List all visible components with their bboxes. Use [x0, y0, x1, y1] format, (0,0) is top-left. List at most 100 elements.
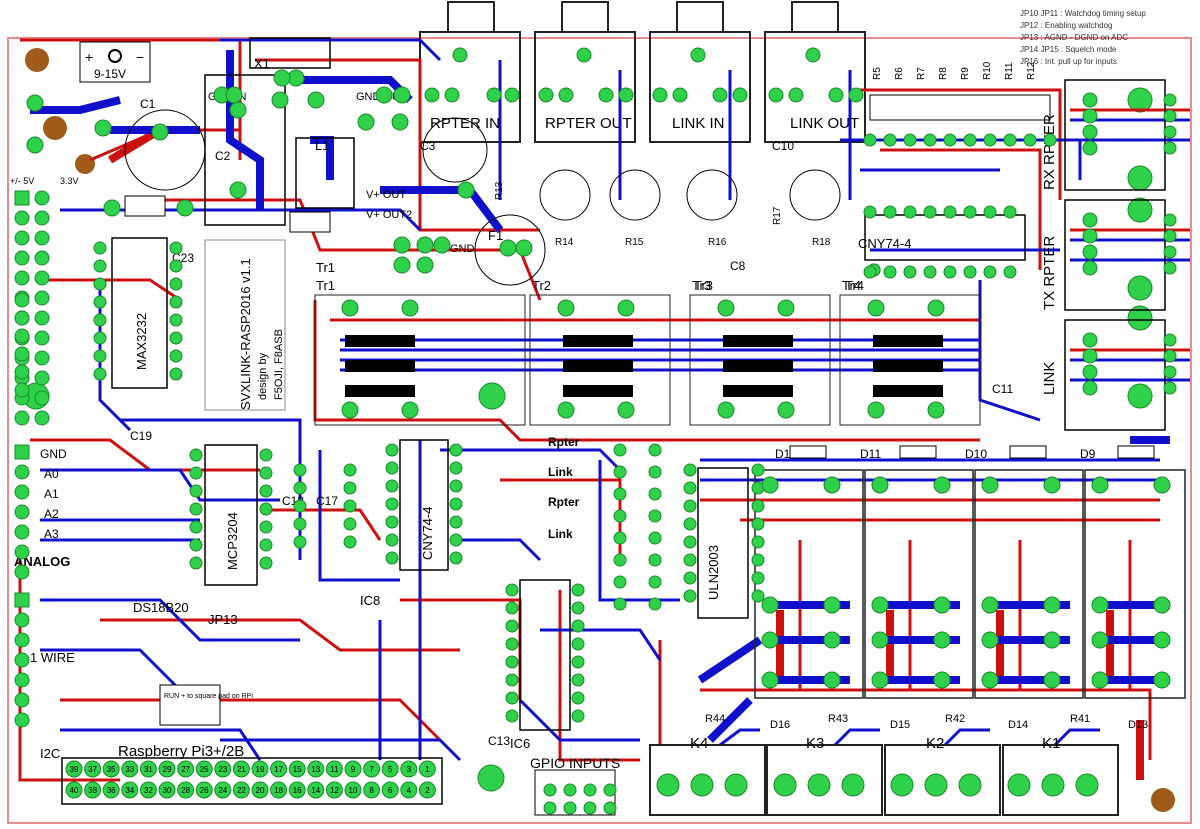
- pad: [805, 47, 821, 63]
- pad: [883, 205, 897, 219]
- pad: [93, 349, 107, 363]
- pad: [259, 538, 273, 552]
- pad: [34, 270, 50, 286]
- pad: [259, 448, 273, 462]
- rpi-pin-label: 35: [107, 765, 116, 774]
- link-in-label: LINK IN: [672, 115, 725, 132]
- pad: [505, 709, 519, 723]
- pad: [883, 265, 897, 279]
- pad: [571, 637, 585, 651]
- rpi-pin: [288, 760, 306, 778]
- svg-text:MCP3204: MCP3204: [225, 512, 240, 570]
- rpi-pin-label: 11: [330, 765, 339, 774]
- pad: [571, 601, 585, 615]
- rpi-pin: [177, 781, 195, 799]
- pad: [927, 401, 945, 419]
- pad: [1082, 140, 1098, 156]
- rpi-pin: [307, 781, 325, 799]
- relay-resistor-labels: R44 R43 R42 R41 D16 D15 D14 D13: [705, 713, 1148, 731]
- rpi-pin-label: 24: [218, 786, 227, 795]
- rpi-pin: [121, 760, 139, 778]
- pad: [1043, 671, 1061, 689]
- rpi-pin: [195, 760, 213, 778]
- pad: [848, 87, 864, 103]
- pad: [1163, 261, 1177, 275]
- pad: [571, 655, 585, 669]
- svg-text:D16: D16: [770, 719, 790, 731]
- pad: [983, 265, 997, 279]
- pad: [923, 133, 937, 147]
- svg-text:R15: R15: [625, 237, 644, 248]
- svg-text:GND: GND: [450, 243, 475, 255]
- pad: [883, 133, 897, 147]
- svg-text:R43: R43: [828, 713, 848, 725]
- rpi-pin-label: 32: [144, 786, 153, 795]
- board-name: SVXLINK-RASP2016 v1.1: [238, 258, 253, 410]
- pad: [751, 463, 765, 477]
- rpi-pin-label: 30: [163, 786, 172, 795]
- rpi-pin: [381, 781, 399, 799]
- rpi-pin: [214, 760, 232, 778]
- rpi-pin: [195, 781, 213, 799]
- pad: [444, 87, 460, 103]
- pad: [943, 205, 957, 219]
- pad: [169, 349, 183, 363]
- pad: [1082, 108, 1098, 124]
- pad: [1043, 476, 1061, 494]
- rpi-pin-label: 26: [200, 786, 209, 795]
- pad: [14, 328, 30, 344]
- svg-text:GND: GND: [40, 447, 67, 461]
- pad: [449, 443, 463, 457]
- svg-text:X1: X1: [254, 56, 270, 71]
- pad: [1163, 213, 1177, 227]
- pad: [293, 535, 307, 549]
- pad: [26, 136, 44, 154]
- rpi-pin-label: 16: [293, 786, 302, 795]
- pad: [1082, 244, 1098, 260]
- pad: [613, 465, 627, 479]
- pad: [652, 87, 668, 103]
- connector-labels-top: RPTER IN RPTER OUT LINK IN LINK OUT: [430, 115, 859, 132]
- svg-text:R41: R41: [1070, 713, 1090, 725]
- rpter-in-label: RPTER IN: [430, 115, 500, 132]
- rpi-pin-label: 29: [163, 765, 172, 774]
- pad: [690, 47, 706, 63]
- pad: [683, 517, 697, 531]
- pad: [712, 87, 728, 103]
- pad: [505, 691, 519, 705]
- pad: [271, 91, 289, 109]
- rpi-pin: [400, 760, 418, 778]
- pad: [571, 619, 585, 633]
- pad: [761, 631, 779, 649]
- pad: [656, 773, 680, 797]
- pad: [761, 476, 779, 494]
- pad: [618, 87, 634, 103]
- svg-text:F1: F1: [488, 228, 503, 243]
- svg-text:D11: D11: [860, 447, 881, 461]
- svg-text:TX RPTER: TX RPTER: [1041, 236, 1058, 310]
- pad: [958, 773, 982, 797]
- pad: [34, 370, 50, 386]
- pad: [343, 517, 357, 531]
- pad: [1091, 596, 1109, 614]
- pad: [94, 119, 112, 137]
- pad: [34, 190, 50, 206]
- rpi-pin-label: 40: [70, 786, 79, 795]
- rpi-pin: [325, 760, 343, 778]
- pad: [903, 133, 917, 147]
- pad: [189, 484, 203, 498]
- pad: [751, 499, 765, 513]
- pad: [571, 673, 585, 687]
- pad: [433, 236, 451, 254]
- pad: [341, 299, 359, 317]
- pad: [259, 502, 273, 516]
- pad: [14, 712, 30, 728]
- rpi-pin: [158, 760, 176, 778]
- pad: [293, 517, 307, 531]
- pad: [34, 310, 50, 326]
- svg-text:D10: D10: [965, 447, 987, 461]
- pad: [259, 556, 273, 570]
- pad: [558, 87, 574, 103]
- pad: [943, 265, 957, 279]
- pad: [14, 632, 30, 648]
